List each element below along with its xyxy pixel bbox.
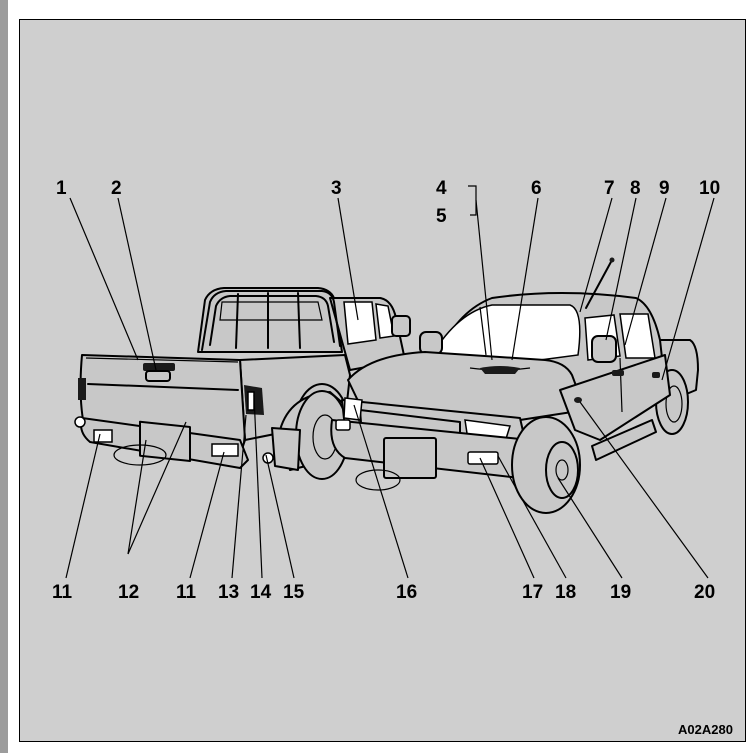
callout-20: 20 xyxy=(694,582,715,603)
callout-3: 3 xyxy=(331,178,342,199)
callout-11-right: 11 xyxy=(176,582,197,603)
rear-pickup-truck xyxy=(74,287,411,480)
left-margin-strip xyxy=(0,0,8,753)
callout-7: 7 xyxy=(604,178,615,199)
callout-18: 18 xyxy=(555,582,576,603)
callout-6: 6 xyxy=(531,178,542,199)
callout-14: 14 xyxy=(250,582,272,603)
callout-1: 1 xyxy=(56,178,67,199)
callout-16: 16 xyxy=(396,582,417,603)
callout-4: 4 xyxy=(436,178,447,199)
callout-15: 15 xyxy=(283,582,305,603)
callout-9: 9 xyxy=(659,178,670,199)
leader-lines xyxy=(65,185,715,579)
callout-10: 10 xyxy=(699,178,720,199)
front-pickup-truck xyxy=(330,257,699,514)
callout-17: 17 xyxy=(522,582,543,603)
callout-13: 13 xyxy=(218,582,239,603)
callout-8: 8 xyxy=(630,178,641,199)
figure-code: A02A280 xyxy=(678,722,733,737)
callout-11-left: 11 xyxy=(52,582,73,603)
callout-2: 2 xyxy=(111,178,122,199)
callout-labels: 1 2 3 4 5 6 7 8 9 10 11 12 11 13 14 15 1… xyxy=(52,178,733,737)
callout-5: 5 xyxy=(436,206,447,227)
callout-12: 12 xyxy=(118,582,139,603)
callout-19: 19 xyxy=(610,582,631,603)
